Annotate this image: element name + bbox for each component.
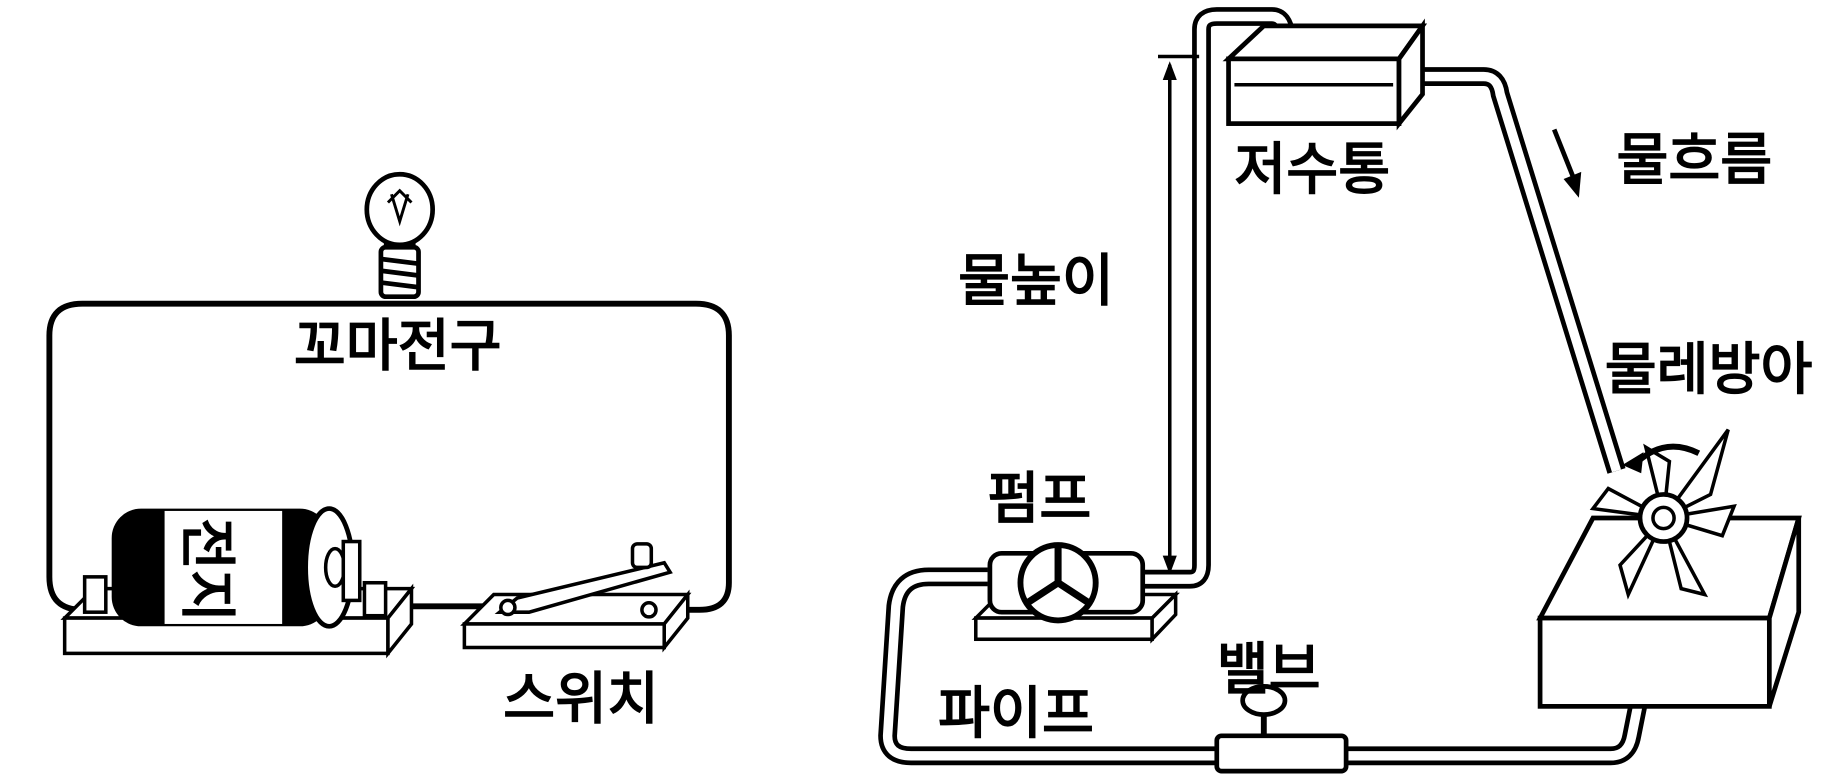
- pipe: [878, 7, 1656, 766]
- battery-icon: [60, 506, 416, 659]
- pump-icon: [971, 542, 1180, 644]
- pump-label: 펌프: [988, 467, 1092, 532]
- tank-label: 저수통: [1234, 137, 1390, 202]
- bulb-icon: [364, 171, 435, 300]
- switch-label: 스위치: [503, 667, 659, 732]
- water-tank-icon: [1222, 18, 1428, 131]
- switch-icon[interactable]: [460, 542, 692, 653]
- bulb-label: 꼬마전구: [294, 314, 502, 379]
- pipe-label: 파이프: [938, 681, 1094, 746]
- valve-label: 밸브: [1217, 638, 1321, 703]
- valve-icon[interactable]: [1214, 683, 1349, 774]
- flow-label: 물흐름: [1617, 128, 1773, 193]
- battery-label: 전지: [174, 518, 239, 622]
- waterwheel-icon[interactable]: [1589, 428, 1737, 600]
- circuit: 꼬마전구 전지 스위치: [46, 171, 732, 732]
- height-arrow-icon: [1158, 54, 1200, 575]
- waterwheel-label: 물레방아: [1605, 337, 1813, 402]
- circuit-wire: [46, 300, 732, 613]
- height-label: 물높이: [958, 249, 1114, 314]
- water-system: 저수통 물흐름 물높이 펌프 밸브 파이: [878, 7, 1813, 774]
- basin-icon: [1536, 515, 1802, 709]
- flow-arrow-icon: [1552, 128, 1582, 198]
